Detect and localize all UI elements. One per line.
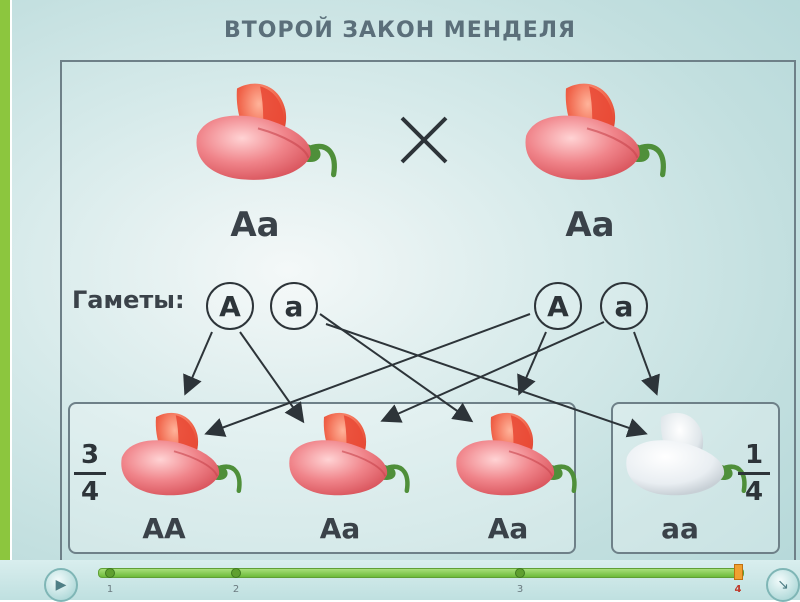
arrow-right-A-to-Aa-2 [517, 331, 547, 396]
fraction-recessive-denominator: 4 [744, 477, 764, 507]
gamete-right-recessive: а [600, 282, 648, 330]
offspring-flower-Aa-1 [289, 413, 407, 495]
offspring-flower-aa [626, 413, 744, 495]
slide-progress-bar[interactable] [98, 568, 744, 578]
parent-left-flower [196, 84, 334, 180]
slide-number-2: 2 [232, 584, 240, 595]
slide-tick-1[interactable] [105, 568, 115, 578]
fraction-bar [74, 472, 106, 475]
slide-number-4: 4 [734, 584, 742, 595]
offspring-flower-Aa-2 [456, 413, 574, 495]
gamete-left-recessive: а [270, 282, 318, 330]
arrow-right-a-to-aa [633, 331, 660, 396]
slide-title: ВТОРОЙ ЗАКОН МЕНДЕЛЯ [224, 18, 576, 43]
slide-tick-2[interactable] [231, 568, 241, 578]
next-arrow-icon: ↘ [777, 577, 789, 593]
current-slide-marker[interactable] [734, 564, 743, 580]
fraction-recessive-numerator: 1 [744, 440, 764, 470]
parent-left-genotype: Аа [230, 205, 280, 245]
offspring-genotype-Aa-1: Аа [319, 512, 361, 545]
slide-number-3: 3 [516, 584, 524, 595]
offspring-flower-AA [121, 413, 239, 495]
navigation-bar [0, 560, 800, 600]
arrow-right-a-to-Aa-1 [380, 321, 605, 423]
arrow-left-a-to-Aa-2 [319, 313, 474, 423]
next-button[interactable]: ↘ [766, 568, 800, 602]
arrow-left-A-to-AA [183, 331, 213, 396]
cross-symbol [400, 116, 448, 164]
offspring-genotype-AA: АА [142, 512, 186, 545]
parent-right-flower [525, 84, 663, 180]
gametes-label: Гаметы: [72, 286, 185, 314]
arrow-left-A-to-Aa-1 [239, 331, 305, 424]
slide-tick-3[interactable] [515, 568, 525, 578]
slide-background [12, 0, 800, 600]
fraction-bar [738, 472, 770, 475]
fraction-dominant-numerator: 3 [80, 440, 100, 470]
arrow-left-a-to-aa [325, 323, 648, 438]
fraction-dominant-denominator: 4 [80, 477, 100, 507]
diagram-frame [60, 60, 796, 562]
gamete-right-dominant: А [534, 282, 582, 330]
gamete-left-dominant: А [206, 282, 254, 330]
left-accent-bar [0, 0, 10, 600]
parent-right-genotype: Аа [565, 205, 615, 245]
offspring-genotype-aa: аа [661, 512, 699, 545]
arrow-right-A-to-AA [204, 313, 531, 437]
fraction-dominant: 3 4 [72, 440, 108, 507]
offspring-genotype-Aa-2: Аа [487, 512, 529, 545]
fraction-recessive: 1 4 [736, 440, 772, 507]
play-icon: ▶ [55, 577, 67, 593]
play-button[interactable]: ▶ [44, 568, 78, 602]
slide-number-1: 1 [106, 584, 114, 595]
